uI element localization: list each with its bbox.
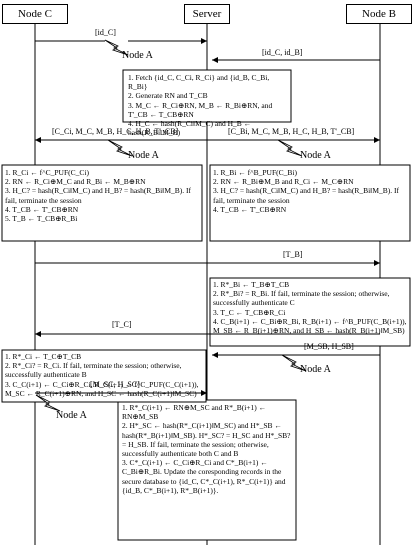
node-b-step-1-1: 1. R_Bi ← f^B_PUF(C_Bi) (213, 168, 297, 177)
message-id-c: [id_C] (95, 28, 116, 37)
node-c-step-1-3: 3. H_C? = hash(R_Ci‖M_C) and H_B? = hash… (5, 186, 191, 205)
node-b-steps-2: 1. R*_Bi ← T_B⊕T_CB 2. R*_Bi? = R_Bi. If… (213, 280, 408, 335)
node-b-step-1-4: 4. T_CB ← T'_CB⊕RN (213, 204, 287, 214)
server-step-2-1: 1. R*_C(i+1) ← RN⊕M_SC and R*_B(i+1) ← R… (122, 403, 267, 422)
message-t-c: [T_C] (112, 320, 132, 329)
server-step-2-3: 3. C*_C(i+1) ← C_Ci⊕R_Ci and C*_B(i+1) ←… (122, 458, 286, 495)
server-step-1-3: 3. M_C ← R_Ci⊕RN, M_B ← R_Bi⊕RN, and T'_… (128, 100, 273, 119)
node-c-step-1-2: 2. RN ← R_Ci⊕M_C and R_Bi ← M_B⊕RN (5, 177, 146, 187)
header-node-c: Node C (2, 4, 68, 24)
message-msb-hsb: [M_SB, H_SB] (304, 342, 354, 351)
node-b-step-2-4: 4. C_B(i+1) ← C_Bi⊕R_Bi, R_B(i+1) ← f^B_… (213, 316, 407, 336)
server-step-1-4: 4. H_C ← hash(R_Ci‖M_C) and H_B ← hash(R… (128, 119, 252, 138)
node-c-steps-2: 1. R*_Ci ← T_C⊕T_CB 2. R*_Ci? = R_Ci. If… (5, 352, 204, 398)
node-a-label-5: Node A (56, 410, 87, 421)
node-a-lightning-1 (104, 39, 129, 56)
server-step-box-2 (117, 399, 297, 541)
node-a-label-4: Node A (300, 364, 331, 375)
node-a-lightning-2 (107, 139, 133, 157)
node-c-step-box-1 (1, 164, 203, 242)
node-b-step-2-3: 3. T_C ← T_CB⊕R_Ci (213, 307, 286, 317)
node-c-step-2-3: 3. C_C(i+1) ← C_Ci⊕R_Ci, R_C(i+1) ← f^C_… (5, 379, 199, 398)
server-step-1-2: 2. Generate RN and T_CB (128, 91, 208, 101)
server-steps-1: 1. Fetch {id_C, C_Ci, R_Ci} and {id_B, C… (128, 73, 290, 137)
node-b-step-2-1: 1. R*_Bi ← T_B⊕T_CB (213, 280, 290, 289)
node-a-lightning-4 (281, 354, 307, 372)
message-msc-hsc: [M_SC, H_SC] (90, 380, 140, 389)
node-b-step-2-2: 2. R*_Bi? = R_Bi. If fail, terminate the… (213, 289, 390, 308)
node-b-steps-1: 1. R_Bi ← f^B_PUF(C_Bi) 2. RN ← R_Bi⊕M_B… (213, 168, 408, 214)
message-to-node-c: [C_Ci, M_C, M_B, H_C, H_B, T'_CB] (52, 127, 179, 136)
node-a-lightning-5 (35, 394, 61, 412)
message-id-c-id-b: [id_C, id_B] (262, 48, 303, 57)
node-b-step-box-2 (209, 277, 411, 347)
server-step-box-1 (122, 69, 292, 123)
server-step-1-1: 1. Fetch {id_C, C_Ci, R_Ci} and {id_B, C… (128, 73, 270, 92)
node-a-label-2: Node A (128, 150, 159, 161)
node-c-step-1-1: 1. R_Ci ← f^C_PUF(C_Ci) (5, 168, 89, 177)
node-c-step-1-5: 5. T_B ← T_CB⊕R_Bi (5, 214, 78, 224)
node-a-label-1: Node A (122, 50, 153, 61)
node-c-step-2-2: 2. R*_Ci? = R_Ci. If fail, terminate the… (5, 361, 182, 380)
node-b-step-1-3: 3. H_C? = hash(R_Ci‖M_C) and H_B? = hash… (213, 186, 399, 205)
node-b-step-box-1 (209, 164, 411, 242)
message-t-b: [T_B] (283, 250, 303, 259)
node-b-step-1-2: 2. RN ← R_Bi⊕M_B and R_Ci ← M_C⊕RN (213, 177, 354, 187)
node-c-step-2-1: 1. R*_Ci ← T_C⊕T_CB (5, 352, 82, 361)
node-a-label-3: Node A (300, 150, 331, 161)
node-c-steps-1: 1. R_Ci ← f^C_PUF(C_Ci) 2. RN ← R_Ci⊕M_C… (5, 168, 200, 223)
node-a-lightning-3 (277, 139, 303, 157)
server-steps-2: 1. R*_C(i+1) ← RN⊕M_SC and R*_B(i+1) ← R… (122, 403, 294, 495)
server-step-2-2: 2. H*_SC ← hash(R*_C(i+1)‖M_SC) and H*_S… (122, 421, 291, 459)
header-server: Server (184, 4, 230, 24)
node-c-step-1-4: 4. T_CB ← T'_CB⊕RN (5, 204, 79, 214)
message-to-node-b: [C_Bi, M_C, M_B, H_C, H_B, T'_CB] (228, 127, 355, 136)
header-node-b: Node B (346, 4, 412, 24)
